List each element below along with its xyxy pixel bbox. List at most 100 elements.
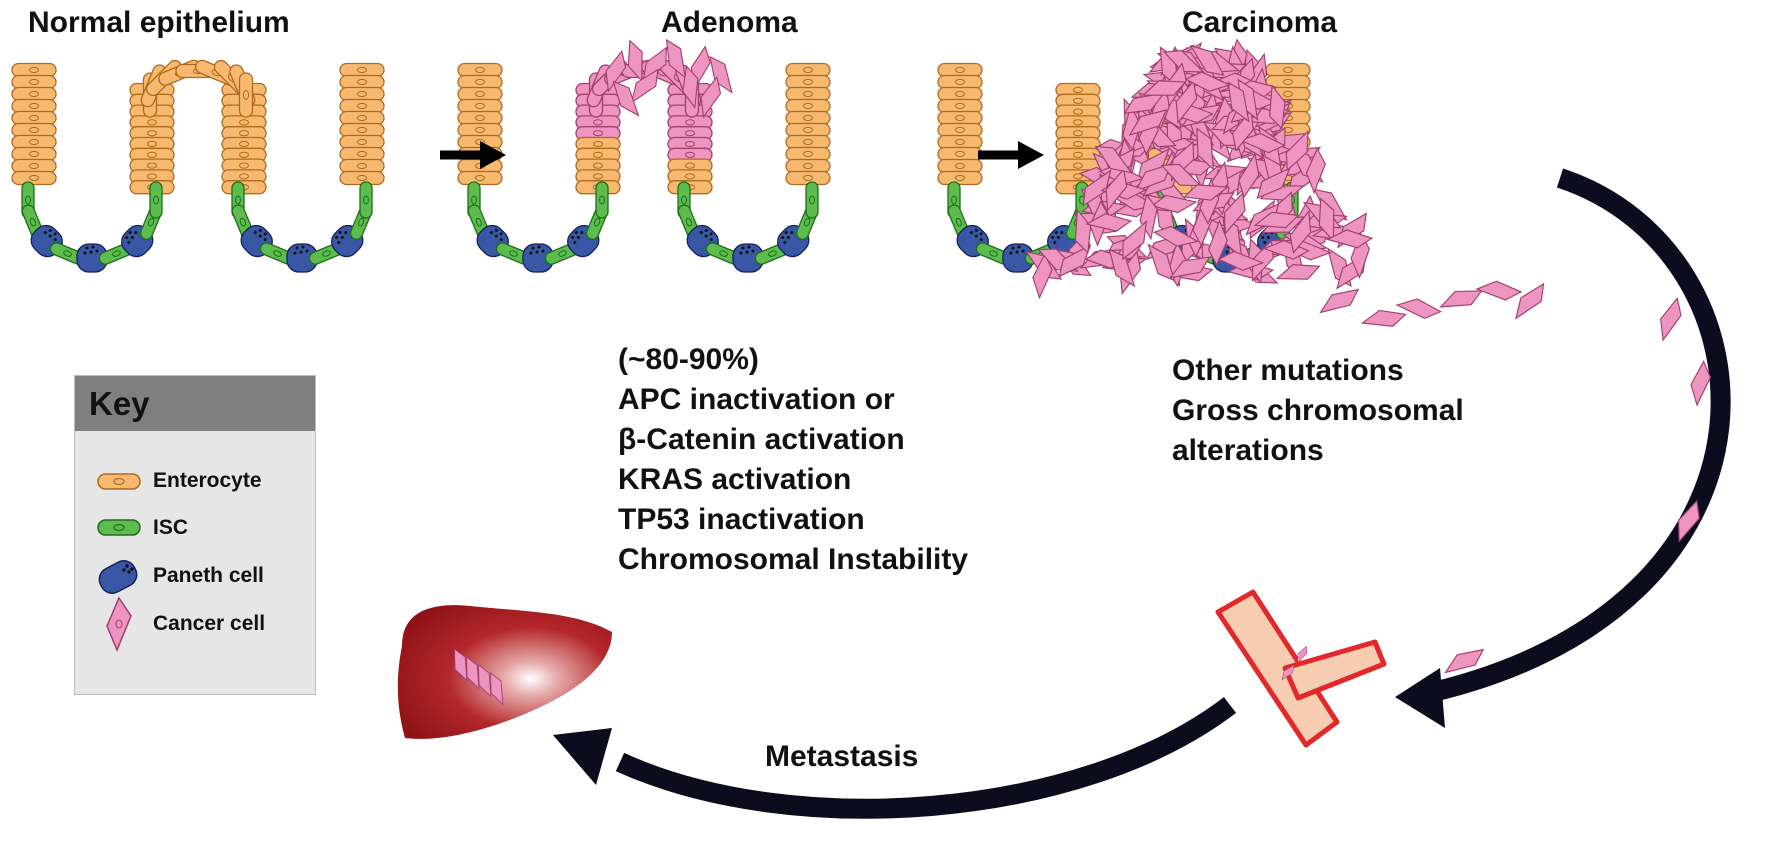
enterocyte-cell [339,146,385,162]
cancer-cell [605,49,627,93]
cancer-cell [1058,243,1092,278]
metastasis-label: Metastasis [765,740,919,773]
cancer-cell [1122,220,1148,261]
enterocyte-cell [785,98,831,114]
carcinoma-mutation-item: Other mutations [1172,354,1404,387]
enterocyte-cell [339,86,385,102]
cancer-cell [1139,193,1158,241]
cancer-cell [1183,184,1230,201]
cancer-cell [1281,664,1295,681]
crypt-cells-layer [11,59,1311,273]
enterocyte-cell [11,170,57,186]
enterocyte-cell [785,110,831,126]
paneth-cell-icon [98,560,138,594]
cancer-cell [1128,109,1168,136]
cancer-cell [1105,167,1128,212]
key-item-enterocyte: Enterocyte [95,461,262,501]
cancer-cell [1395,298,1443,320]
enterocyte-cell [11,86,57,102]
cancer-cell [490,672,504,706]
enterocyte-cell [937,146,983,162]
key-item-isc: ISC [95,508,188,548]
enterocyte-cell [457,86,503,102]
metastasis-arrow [553,697,1237,819]
cancer-cell [1660,296,1682,342]
cancer-cell [1475,280,1523,301]
key-label: Enterocyte [153,469,262,492]
key-label: Cancer cell [153,612,266,635]
progression-arrow-normal-to-adenoma [440,141,506,169]
progression-arrows [440,141,1044,169]
enterocyte-cell [11,62,57,78]
cancer-cell [1326,229,1374,249]
enterocyte-cell [457,122,503,138]
progression-arrow-adenoma-to-carcinoma [978,141,1044,169]
enterocyte-cell [937,62,983,78]
enterocyte-cell [339,62,385,78]
isc-cell [805,181,819,219]
shed-cancer-cells [1319,280,1712,674]
cancer-cell [1515,282,1545,320]
stage-title-adenoma: Adenoma [661,6,798,39]
cancer-cell [1289,209,1312,254]
cancer-cell [1175,80,1198,125]
cancer-lining-cell [667,136,713,152]
cancer-cell [1444,648,1485,674]
cancer-cell [1150,194,1198,214]
cancer-cell [682,65,699,109]
cancer-cell [1227,81,1250,123]
enterocyte-cell [457,110,503,126]
adenoma-mutation-item: TP53 inactivation [618,503,865,536]
cancer-cell [1360,309,1407,327]
enterocyte-cell [457,74,503,90]
cancer-cell [1094,145,1133,174]
key-title: Key [75,376,315,431]
cancer-cell [478,664,492,698]
adenoma-mutation-list: (~80-90%) APC inactivation or β-Catenin … [618,340,968,580]
enterocyte-cell [937,74,983,90]
enterocyte-cell [937,122,983,138]
enterocyte-cell [785,74,831,90]
vessel-cancer-cells [1281,645,1308,681]
enterocyte-cell [457,170,503,186]
liver-organ [397,605,612,739]
paneth-cell [732,243,764,273]
enterocyte-cell [129,147,175,162]
cancer-cell [1184,71,1232,92]
key-item-paneth-cell: Paneth cell [95,556,264,596]
cancer-cell [1319,288,1360,314]
enterocyte-icon [97,473,141,490]
enterocyte-cell [937,134,983,150]
cancer-cell [1350,232,1370,280]
stage-title-normal-epithelium: Normal epithelium [28,6,290,39]
enterocyte-cell [339,110,385,126]
isc-cell [359,181,373,219]
cancer-cell [1141,80,1187,96]
cancer-cell [1275,264,1321,280]
carcinoma-mutation-item: Gross chromosomal [1172,394,1464,427]
enterocyte-cell [339,134,385,150]
cancer-cell [1196,127,1215,171]
enterocyte-cell [937,170,983,186]
cancer-cell [1297,645,1308,664]
enterocyte-cell [238,72,254,118]
enterocyte-cell [1055,136,1101,152]
enterocyte-cell [11,98,57,114]
cancer-cell [454,648,468,682]
cancer-cell [1108,248,1136,288]
tumor-layer [605,38,1374,300]
enterocyte-cell [11,74,57,90]
enterocyte-cell [339,98,385,114]
cancer-cell [1251,239,1274,283]
cancer-cell [1147,243,1176,282]
enterocyte-cell [575,158,621,173]
carcinoma-mutation-list: Other mutations Gross chromosomal altera… [1172,351,1464,471]
key-label: Paneth cell [153,564,264,587]
enterocyte-cell [11,158,57,174]
cancer-cell [1162,50,1206,73]
enterocyte-cell [1265,62,1311,78]
cancer-cell [1074,208,1092,254]
cancer-cell [1223,191,1246,236]
enterocyte-cell [785,146,831,162]
